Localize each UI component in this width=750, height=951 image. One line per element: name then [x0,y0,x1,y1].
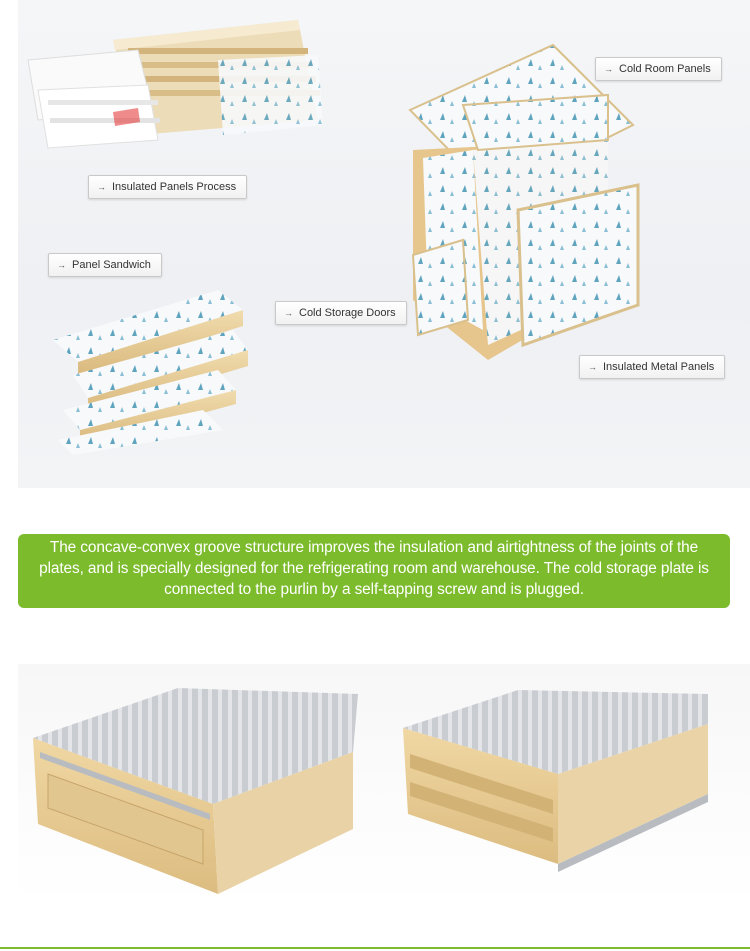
label-text: Insulated Panels Process [112,181,237,193]
panel-stack-photo [27,20,323,149]
label-insulated-panels-process: → Insulated Panels Process [88,175,248,199]
label-cold-storage-doors: → Cold Storage Doors [275,301,407,325]
sandwich-panel-photos [18,664,750,904]
banner-text: The concave-convex groove structure impr… [39,539,709,598]
product-photos-svg [27,20,640,455]
arrow-right-icon: → [284,308,293,318]
panel-sandwich-photo [53,290,248,455]
description-banner: The concave-convex groove structure impr… [18,534,730,608]
sandwich-panel-right [403,690,708,872]
label-panel-sandwich: → Panel Sandwich [48,253,162,277]
label-text: Cold Room Panels [619,63,711,75]
arrow-right-icon: → [604,64,613,74]
sandwich-panel-left [33,688,358,894]
product-photo-panel: → Insulated Panels Process → Panel Sandwic… [18,0,750,488]
label-insulated-metal-panels: → Insulated Metal Panels [579,355,726,379]
sandwich-panels-svg [33,688,708,894]
footer-divider [0,947,750,949]
arrow-right-icon: → [588,362,597,372]
cold-room-photo [408,43,640,360]
label-text: Cold Storage Doors [299,307,396,319]
label-text: Insulated Metal Panels [603,361,715,373]
arrow-right-icon: → [97,182,106,192]
label-text: Panel Sandwich [72,259,151,271]
label-cold-room-panels: → Cold Room Panels [595,57,722,81]
arrow-right-icon: → [57,260,66,270]
